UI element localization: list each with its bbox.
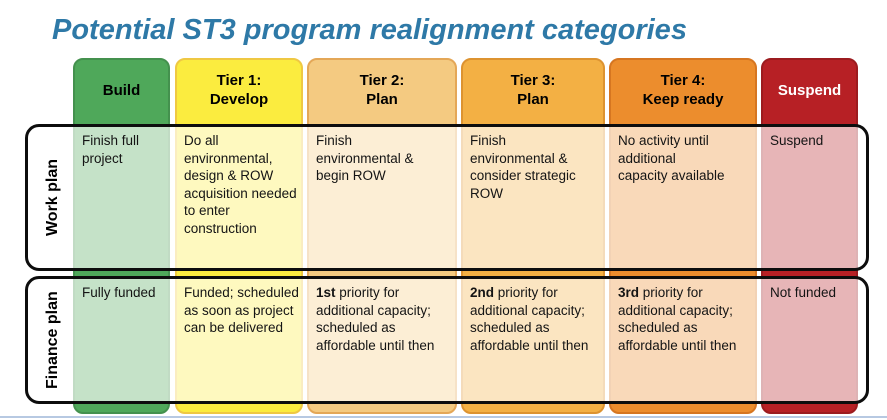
- cell-bold-prefix: 2nd: [470, 285, 495, 300]
- column-header-label: Plan: [517, 91, 549, 108]
- column-header-suspend: Suspend: [763, 60, 856, 122]
- row-band-finance-plan: Finance plan: [25, 276, 869, 404]
- cell-finance-tier4: 3rd priority for additional capacity; sc…: [618, 284, 752, 354]
- cell-text: Finish environmental & begin ROW: [316, 133, 414, 184]
- cell-text: Funded; scheduled as soon as project can…: [184, 285, 299, 336]
- column-header-tier2: Tier 2: Plan: [309, 60, 455, 122]
- column-header-label: Develop: [209, 91, 269, 108]
- bottom-divider-line: [0, 416, 887, 418]
- column-header-build: Build: [75, 60, 168, 122]
- column-header-label: Tier 2:: [359, 72, 405, 90]
- column-header-label: Build: [102, 81, 141, 99]
- cell-bold-prefix: 1st: [316, 285, 336, 300]
- cell-text: priority for additional capacity; schedu…: [316, 285, 435, 353]
- row-band-work-plan: Work plan: [25, 124, 869, 271]
- cell-work-tier3: Finish environmental & consider strategi…: [470, 132, 590, 202]
- cell-text: Finish environmental & consider strategi…: [470, 133, 576, 201]
- column-header-label: Plan: [366, 91, 398, 108]
- cell-work-tier4: No activity until additional capacity av…: [618, 132, 726, 185]
- cell-finance-tier1: Funded; scheduled as soon as project can…: [184, 284, 299, 337]
- cell-work-tier2: Finish environmental & begin ROW: [316, 132, 436, 185]
- column-header-tier1: Tier 1: Develop: [177, 60, 301, 122]
- cell-bold-prefix: 3rd: [618, 285, 640, 300]
- cell-work-tier1: Do all environmental, design & ROW acqui…: [184, 132, 299, 237]
- cell-text: Finish full project: [82, 133, 140, 166]
- page-title: Potential ST3 program realignment catego…: [52, 14, 687, 46]
- cell-finance-build: Fully funded: [82, 284, 162, 302]
- column-header-label: Tier 1:: [216, 72, 262, 90]
- column-header-tier3: Tier 3: Plan: [463, 60, 603, 122]
- cell-text: priority for additional capacity; schedu…: [618, 285, 737, 353]
- row-label-finance-plan: Finance plan: [44, 291, 61, 389]
- cell-work-suspend: Suspend: [770, 132, 855, 150]
- cell-finance-tier3: 2nd priority for additional capacity; sc…: [470, 284, 604, 354]
- column-header-label: Tier 4:: [660, 72, 706, 90]
- column-header-label: Tier 3:: [510, 72, 556, 90]
- cell-text: Suspend: [770, 133, 824, 148]
- cell-text: Not funded: [770, 285, 837, 300]
- cell-work-build: Finish full project: [82, 132, 162, 167]
- cell-text: Fully funded: [82, 285, 156, 300]
- column-header-label: Keep ready: [642, 91, 724, 108]
- column-header-label: Suspend: [777, 81, 842, 99]
- row-label-work-plan: Work plan: [44, 158, 61, 237]
- cell-finance-suspend: Not funded: [770, 284, 855, 302]
- cell-text: priority for additional capacity; schedu…: [470, 285, 589, 353]
- cell-text: No activity until additional capacity av…: [618, 133, 725, 184]
- cell-text: Do all environmental, design & ROW acqui…: [184, 133, 297, 236]
- column-header-tier4: Tier 4: Keep ready: [611, 60, 755, 122]
- cell-finance-tier2: 1st priority for additional capacity; sc…: [316, 284, 450, 354]
